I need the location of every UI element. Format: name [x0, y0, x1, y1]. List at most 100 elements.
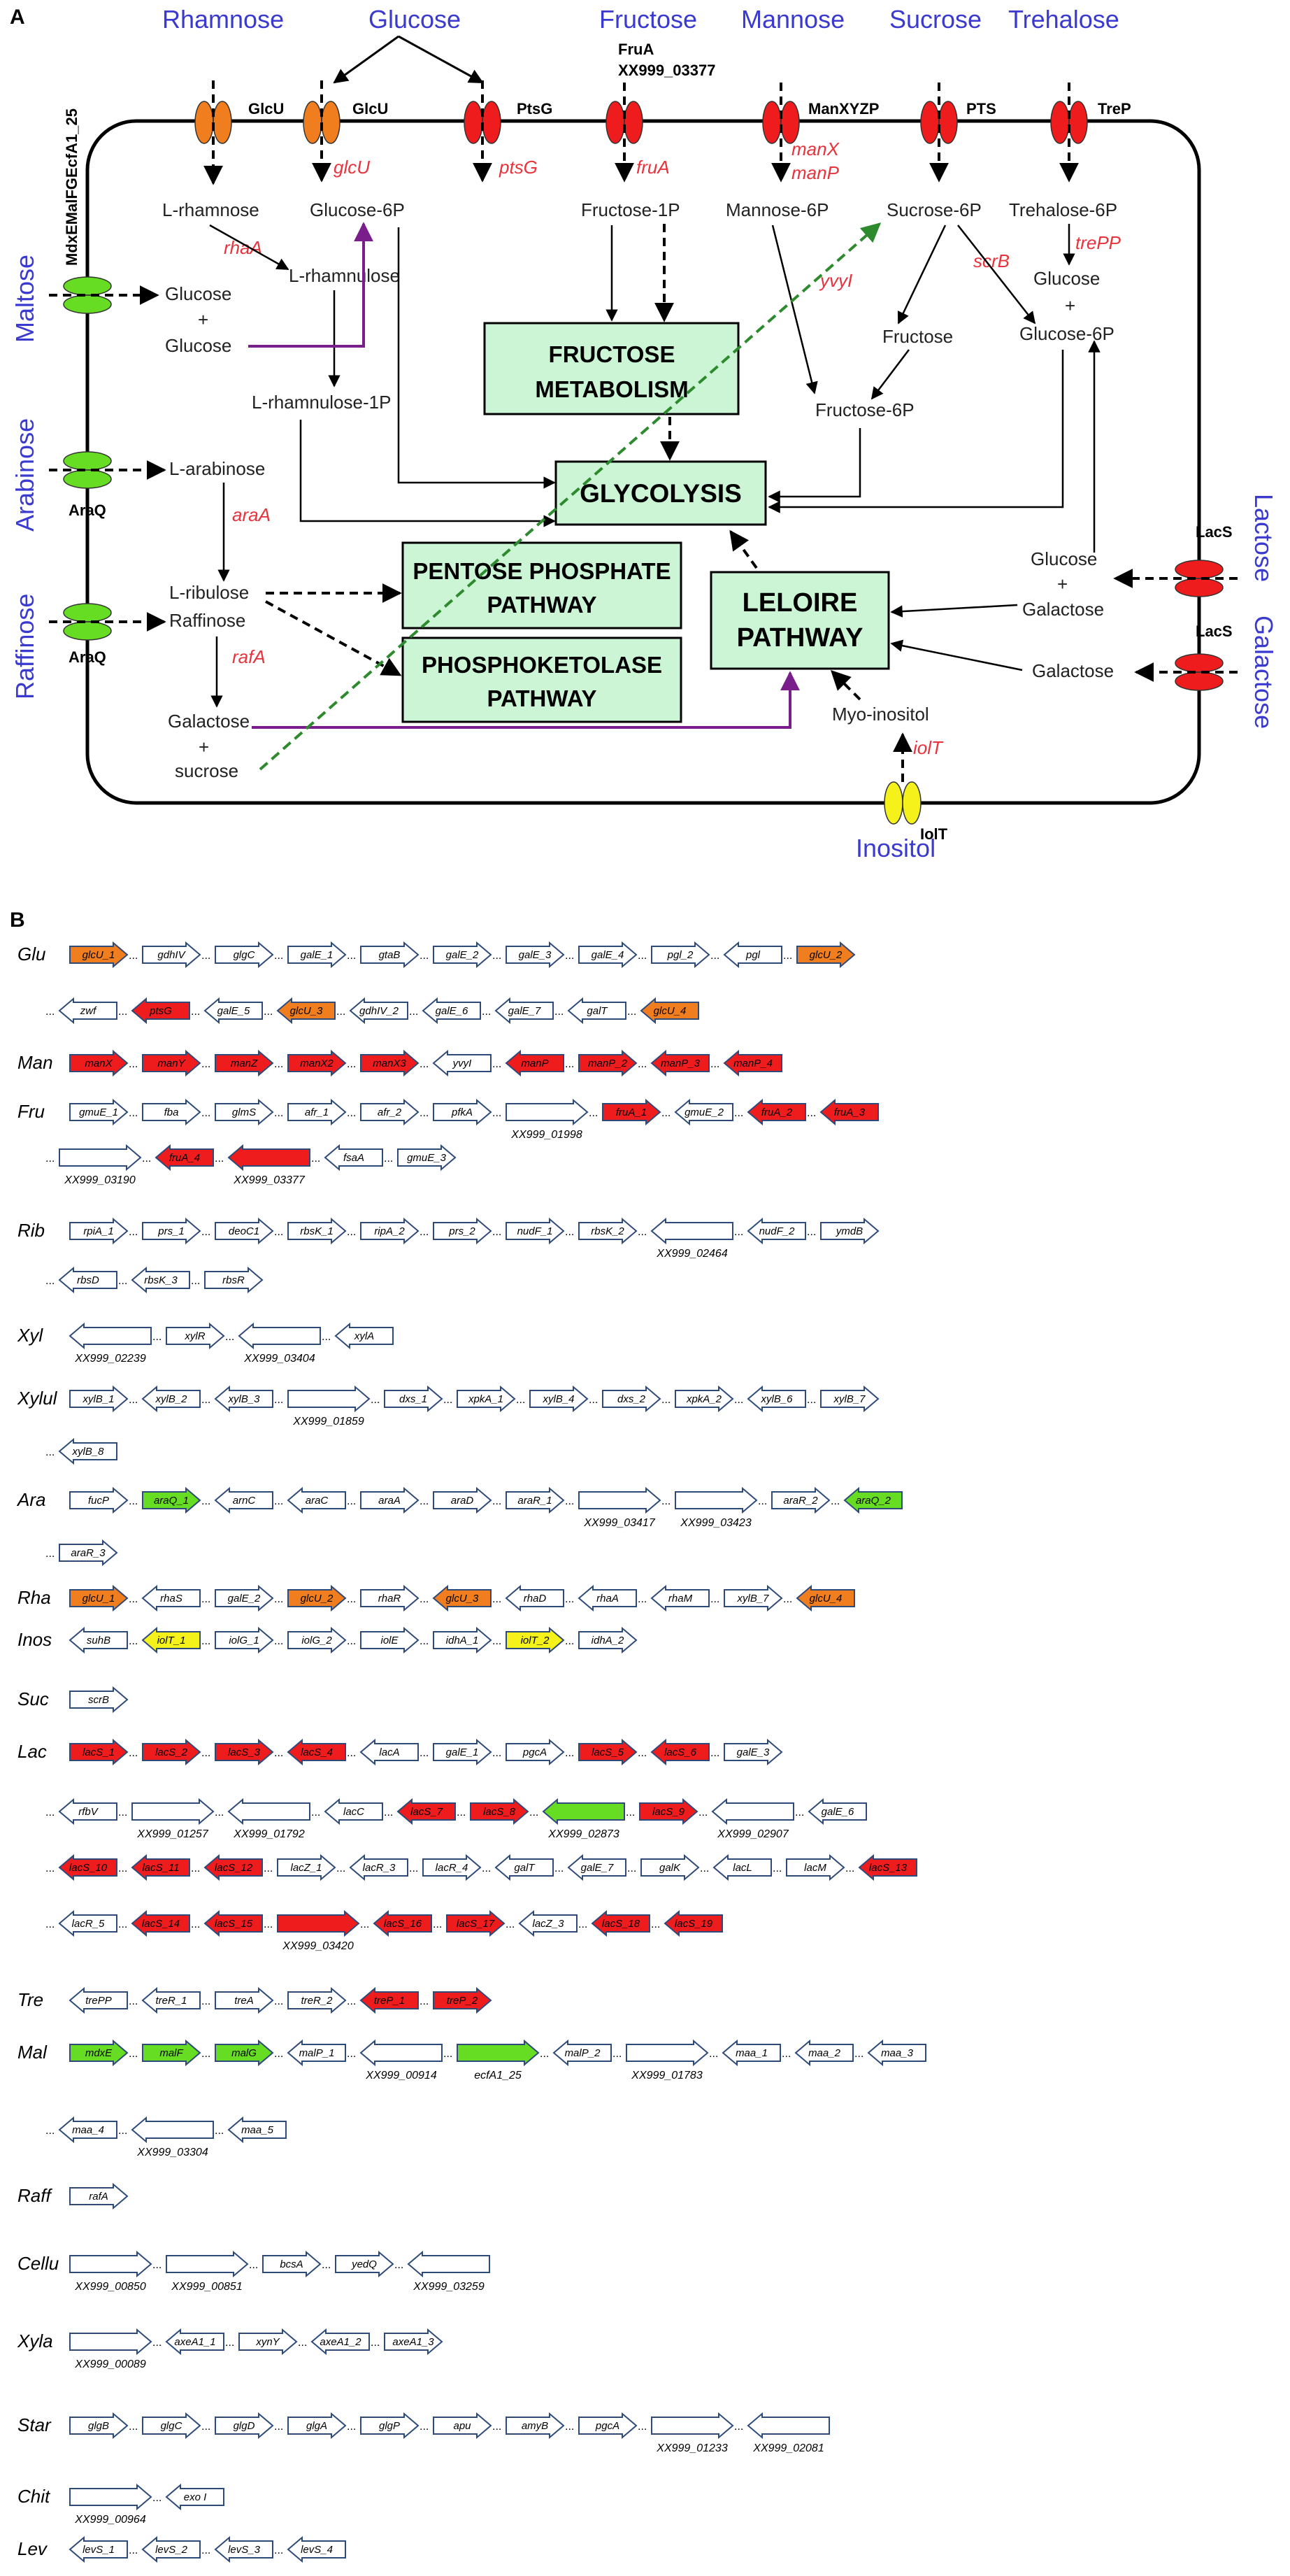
- gene-label: trePP: [85, 1995, 112, 2007]
- gene-label: glgD: [234, 2420, 255, 2432]
- gene-gap-dots: ...: [734, 1394, 743, 1406]
- transporter-araq-2: AraQ: [69, 648, 106, 666]
- gene-rhaa: rhaA: [224, 237, 262, 258]
- gene-gap-dots: ...: [371, 2337, 380, 2349]
- gene-label: XX999_03190: [64, 1174, 136, 1186]
- gene-label: lacS_3: [228, 1746, 261, 1758]
- gene-arrow: [131, 1798, 215, 1826]
- gene-gap-dots: ...: [274, 2545, 283, 2556]
- gene-arrow: [215, 1738, 274, 1766]
- sugar-glucose: Glucose: [368, 5, 461, 34]
- gene-label: glcU_2: [810, 949, 843, 961]
- gene-gap-dots: ...: [420, 1635, 429, 1647]
- gene-label: levS_4: [301, 2544, 333, 2556]
- gene-arrow: [203, 1909, 263, 1937]
- gene-arrow: [505, 1049, 564, 1077]
- gene-label: araQ_1: [154, 1495, 189, 1507]
- met-glucose-6p: Glucose-6P: [310, 199, 405, 220]
- gene-arrow: [276, 997, 336, 1025]
- gene-arrow: [166, 1322, 225, 1350]
- gene-gap-dots: ...: [698, 1807, 708, 1819]
- gene-arrow: [360, 941, 420, 969]
- gene-group-label: Lev: [17, 2538, 48, 2559]
- gene-gap-dots: ...: [129, 1058, 138, 1070]
- gene-label: xylR: [184, 1330, 205, 1342]
- gene-gap-dots: ...: [191, 1863, 200, 1874]
- gene-gap-dots: ...: [565, 1593, 574, 1605]
- gene-gap-dots: ...: [758, 1495, 767, 1507]
- gene-label: galE_1: [301, 949, 334, 961]
- gene-gap-dots: ...: [710, 1593, 719, 1605]
- gene-label: XX999_01257: [136, 1828, 209, 1840]
- gene-label: rafA: [89, 2191, 108, 2203]
- gene-arrow: [58, 1909, 117, 1937]
- gene-label: manX3: [373, 1058, 406, 1069]
- gene-label: lacS_9: [652, 1806, 685, 1818]
- gene-gap-dots: ...: [201, 1995, 210, 2007]
- gene-row: lacR_5...lacS_14...lacS_15...XX999_03420…: [45, 1909, 723, 1952]
- gene-label: xylB_7: [833, 1393, 866, 1405]
- gene-label: galE_7: [581, 1862, 614, 1874]
- gene-label: manX: [85, 1058, 113, 1069]
- gene-arrow: [165, 2328, 224, 2356]
- gene-arrow: [324, 1144, 383, 1172]
- gene-label: lacA: [379, 1746, 399, 1758]
- gene-arrow: [650, 1049, 710, 1077]
- gene-arrow: [578, 1738, 638, 1766]
- gene-row: xylB_8...: [45, 1437, 117, 1465]
- gene-label: glgP: [379, 2420, 400, 2432]
- met-glucose-tre: Glucose: [1033, 268, 1100, 289]
- gene-arrow: [819, 1098, 879, 1126]
- panel-b-label: B: [10, 909, 25, 932]
- transporter-shapes: [63, 101, 1224, 825]
- gene-gap-dots: ...: [492, 1495, 501, 1507]
- gene-gap-dots: ...: [492, 1593, 501, 1605]
- gene-label: pgl: [745, 949, 761, 961]
- gene-gap-dots: ...: [540, 2048, 549, 2060]
- gene-label: xylB_2: [155, 1393, 187, 1405]
- gene-arrow: [446, 1909, 506, 1937]
- gene-arrow: [724, 1584, 783, 1612]
- gene-arrow: [287, 2039, 346, 2067]
- gene-label: ptsG: [149, 1005, 172, 1017]
- gene-label: manX2: [300, 1058, 334, 1069]
- gene-arrow: [578, 941, 638, 969]
- gene-arrow: [141, 1584, 201, 1612]
- gene-group-label: Star: [17, 2414, 52, 2435]
- sugar-labels: Rhamnose Glucose Fructose Mannose Sucros…: [10, 5, 1278, 862]
- gene-arrow: [808, 1798, 867, 1826]
- gene-label: rhaA: [596, 1593, 619, 1604]
- gene-label: rhaS: [160, 1593, 182, 1604]
- pathway-pentose-1: PENTOSE PHOSPHATE: [413, 558, 671, 584]
- gene-arrow: [215, 2039, 274, 2067]
- gene-gap-dots: ...: [201, 1747, 210, 1759]
- gene-arrow: [287, 1049, 347, 1077]
- gene-arrow: [359, 1986, 419, 2014]
- gene-arrow: [203, 997, 263, 1025]
- sugar-trehalose: Trehalose: [1008, 5, 1119, 34]
- gene-gap-dots: ...: [274, 1394, 283, 1406]
- gene-label: nudF_1: [517, 1225, 553, 1237]
- gene-label: XX999_02873: [547, 1828, 619, 1840]
- gene-label: galE_3: [519, 949, 552, 961]
- gene-gap-dots: ...: [443, 2048, 452, 2060]
- gene-arrow: [287, 1986, 347, 2014]
- glucose-split-arrows: [333, 35, 484, 84]
- gene-arrow: [422, 997, 481, 1025]
- gene-label: xylB_1: [82, 1393, 114, 1405]
- gene-label: levS_3: [228, 2544, 261, 2556]
- gene-arrow: [69, 2535, 128, 2563]
- met-galactose-gal: Galactose: [1032, 660, 1114, 681]
- gene-arrow: [675, 1385, 734, 1413]
- gene-label: lacR_4: [436, 1862, 468, 1874]
- gene-arrow: [215, 1986, 274, 2014]
- gene-label: bcsA: [280, 2258, 303, 2270]
- gene-arrow: [349, 997, 408, 1025]
- transporter-frua-shape: [605, 101, 643, 144]
- gene-gap-dots: ...: [201, 2545, 210, 2556]
- gene-arrow: [360, 2412, 420, 2440]
- gene-label: gmuE_2: [685, 1106, 724, 1118]
